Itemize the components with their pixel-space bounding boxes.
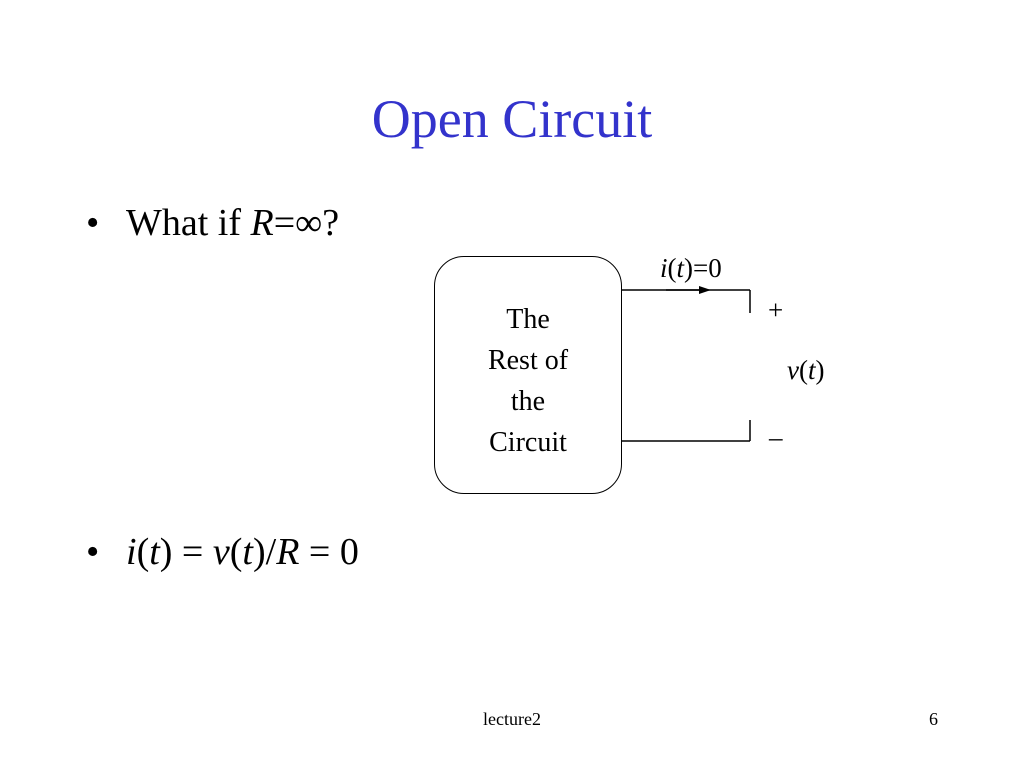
current-label: i(t)=0: [660, 255, 722, 282]
bullet-what-if: • What if R=∞?: [86, 204, 339, 242]
equals-zero: )=0: [684, 253, 722, 283]
divide: )/: [252, 531, 277, 573]
infinity-expression: =∞?: [273, 202, 340, 244]
bullet-ohms-law: •i(t) = v(t)/R = 0: [86, 533, 359, 571]
block-label-line: the: [510, 386, 546, 417]
resistance-symbol: R: [276, 531, 300, 573]
paren: (: [229, 531, 243, 573]
circuit-block-label: The Rest of the Circuit: [434, 299, 622, 463]
bullet-marker: •: [86, 531, 100, 573]
bullet-text: What if: [126, 202, 251, 244]
time-symbol: t: [149, 531, 160, 573]
voltage-symbol: v: [787, 355, 799, 385]
bullet-marker: •: [86, 202, 100, 244]
paren: (: [667, 253, 677, 283]
positive-terminal-sign: +: [768, 295, 784, 325]
negative-terminal-sign: –: [769, 422, 783, 452]
voltage-label: v(t): [787, 357, 825, 384]
current-symbol: i: [126, 531, 137, 573]
block-label-line: The: [506, 304, 550, 335]
time-symbol: t: [242, 531, 253, 573]
time-symbol: t: [676, 253, 685, 283]
paren: (: [798, 355, 808, 385]
paren: ): [815, 355, 825, 385]
circuit-block: [434, 256, 622, 494]
arrow-head-icon: [699, 286, 711, 294]
slide-title: Open Circuit: [371, 89, 653, 149]
slide-number: 6: [929, 709, 938, 729]
voltage-symbol: v: [212, 531, 230, 573]
footer-text: lecture2: [483, 709, 541, 729]
equals: ) =: [159, 531, 213, 573]
block-label-line: Rest of: [487, 345, 569, 376]
paren: (: [136, 531, 150, 573]
equals-zero: = 0: [299, 531, 359, 573]
resistance-variable: R: [250, 202, 274, 244]
block-label-line: Circuit: [489, 427, 567, 458]
current-symbol: i: [660, 253, 668, 283]
time-symbol: t: [807, 355, 816, 385]
